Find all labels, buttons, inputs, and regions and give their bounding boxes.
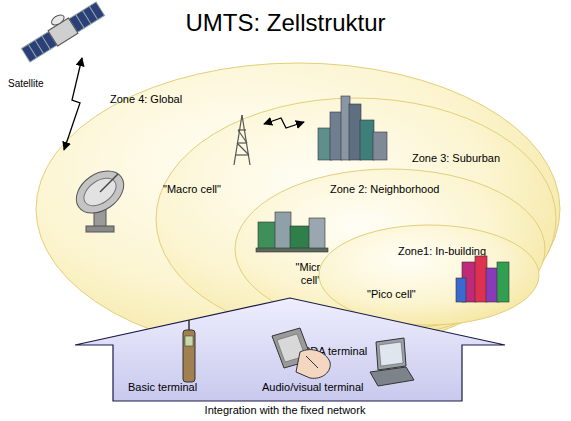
- cell-type-label: "Pico cell": [367, 288, 416, 301]
- building-block: [497, 262, 509, 302]
- ground-station-dish: [68, 162, 131, 232]
- satellite-body: [48, 18, 78, 46]
- building-block: [486, 268, 499, 302]
- zone-ellipse: Zone1: In-building "Pico cell": [318, 224, 540, 326]
- city-skyline: [318, 96, 387, 160]
- tower-strut: [237, 143, 249, 155]
- zone-label: Zone 4: Global: [110, 93, 182, 106]
- laptop-display: [379, 342, 403, 366]
- building: [349, 104, 361, 160]
- building: [373, 132, 387, 160]
- panel-grid: [42, 36, 50, 50]
- laptop-terminal: [370, 338, 414, 386]
- panel-grid: [89, 6, 97, 20]
- panel-grid: [76, 15, 84, 29]
- node-outline: [72, 296, 510, 420]
- building: [290, 226, 310, 250]
- building: [360, 120, 374, 160]
- dish-base: [86, 226, 114, 232]
- zone-label: Zone 2: Neighborhood: [330, 183, 439, 196]
- tower-strut: [235, 154, 249, 155]
- building-block: [462, 262, 476, 302]
- tower-strut: [237, 142, 247, 143]
- tower-strut: [238, 129, 246, 130]
- ground-strip: [256, 248, 328, 252]
- satellite-icon: [17, 0, 105, 63]
- radio-link-arrow: [64, 58, 82, 150]
- building-block: [456, 278, 466, 302]
- neighborhood-buildings: [256, 212, 328, 252]
- building: [309, 218, 325, 250]
- satellite-dish: [50, 13, 66, 27]
- terminal-label: Audio/visual terminal: [262, 381, 364, 394]
- pda-screen: [277, 334, 305, 362]
- zone-outline: [156, 98, 556, 340]
- laptop-base: [370, 367, 414, 386]
- dish-reflector: [68, 162, 131, 221]
- dish-inner: [79, 173, 121, 212]
- stylus: [306, 356, 318, 368]
- satellite-label: Satellite: [8, 77, 44, 90]
- building: [318, 128, 332, 160]
- dish-pedestal: [94, 205, 106, 229]
- office-building: [456, 256, 509, 302]
- house-caption: Integration with the fixed network: [135, 404, 435, 417]
- hand: [296, 350, 330, 379]
- house-outline: [75, 298, 505, 401]
- node-outline: [318, 224, 540, 326]
- tower-leg: [234, 115, 242, 165]
- mobile-phone: [183, 320, 195, 382]
- zone-label: Zone1: In-building: [398, 245, 486, 258]
- cell-type-label: "Macro cell": [163, 183, 221, 196]
- building: [330, 112, 342, 160]
- pda-body: [272, 328, 312, 368]
- radio-link-arrow: [264, 118, 304, 128]
- terminal-label: PDA terminal: [303, 345, 367, 358]
- phone-screen: [185, 336, 193, 346]
- pda-device: [272, 328, 330, 378]
- diagram-title: UMTS: Zellstruktur: [0, 9, 571, 37]
- panel-grid: [28, 44, 36, 58]
- radio-tower: [234, 115, 250, 165]
- building-block: [475, 256, 487, 302]
- building: [275, 212, 291, 250]
- phone-body: [183, 330, 195, 382]
- panel-grid: [83, 10, 91, 24]
- panel-grid: [35, 40, 43, 54]
- terminal-label: Basic terminal: [128, 381, 197, 394]
- tower-leg: [242, 115, 250, 165]
- building: [258, 222, 276, 250]
- zone-ellipse: Zone 3: Suburban "Macro cell" Zone 2: Neig…: [155, 97, 557, 341]
- terminal-house: PDA terminalBasic terminal Audio/visual t…: [72, 296, 510, 420]
- dish-feed: [100, 174, 118, 192]
- building: [341, 96, 350, 160]
- zone-label: Zone 3: Suburban: [412, 152, 500, 165]
- phone-antenna: [188, 320, 190, 332]
- tower-strut: [238, 130, 247, 143]
- laptop-screen: [376, 338, 406, 370]
- solar-panel: [21, 32, 57, 63]
- zone-outline: [319, 225, 539, 325]
- solar-panel: [69, 2, 105, 33]
